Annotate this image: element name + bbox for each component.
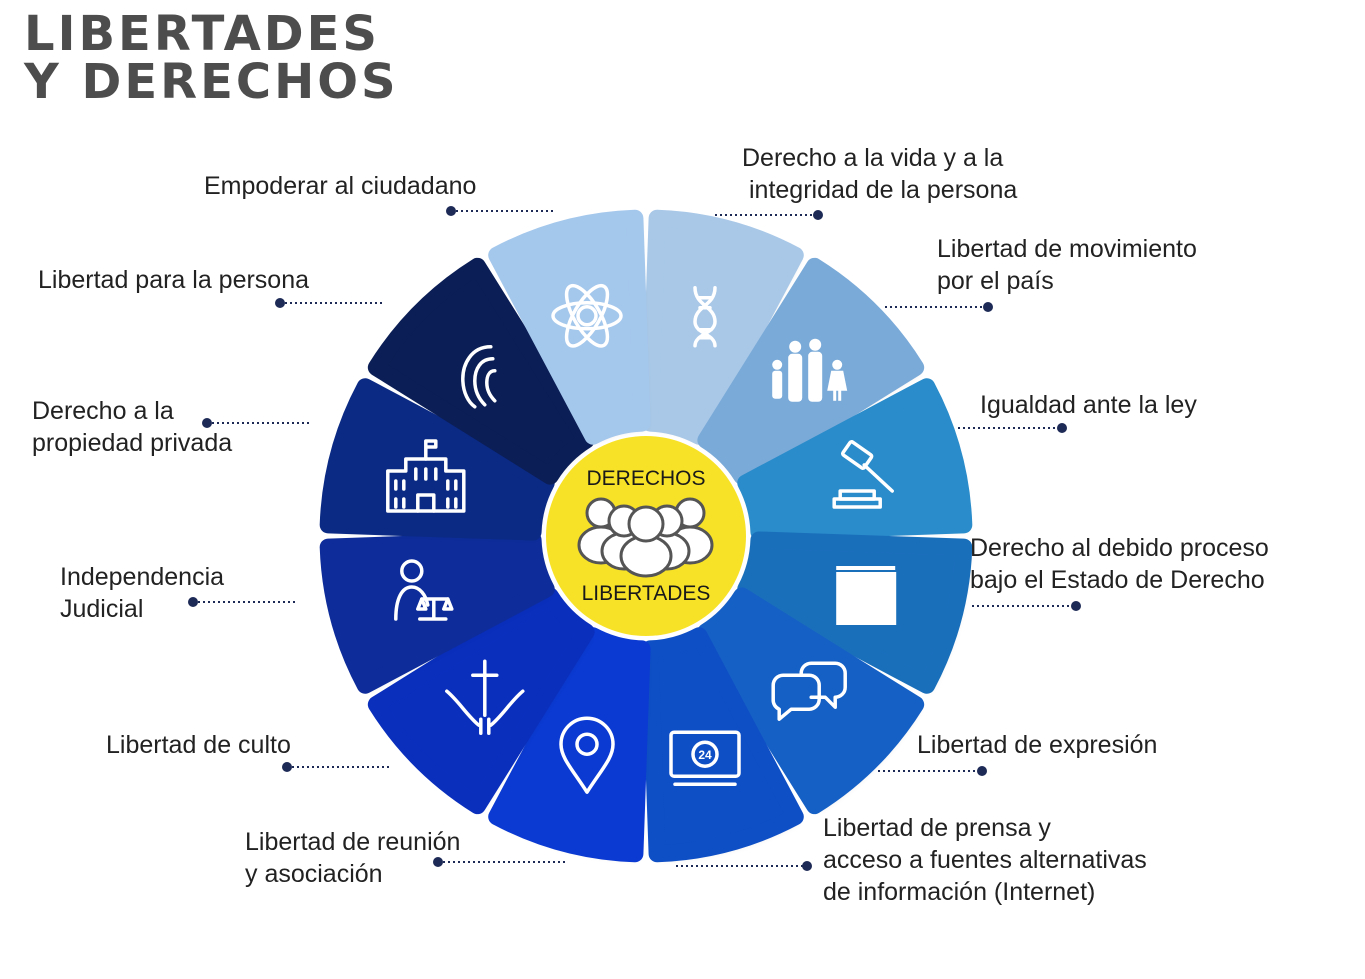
label-igualdad: Igualdad ante la ley — [980, 389, 1197, 421]
label-line: Igualdad ante la ley — [980, 391, 1197, 419]
leader-lines — [188, 206, 1081, 871]
label-line: Libertad de reunión — [245, 828, 461, 856]
label-propiedad: Derecho a la propiedad privada — [32, 395, 232, 459]
label-culto: Libertad de culto — [106, 729, 291, 761]
label-line: bajo el Estado de Derecho — [970, 566, 1265, 594]
leader-dot-reunion — [433, 857, 443, 867]
label-vida: Derecho a la vida y a la integridad de l… — [742, 142, 1017, 206]
label-judicial: Independencia Judicial — [60, 561, 224, 625]
title-line-2: Y DERECHOS — [24, 54, 399, 110]
segment-vida — [641, 209, 804, 445]
segment-persona — [367, 257, 595, 485]
svg-text:24: 24 — [698, 748, 712, 762]
label-line: y asociación — [245, 860, 383, 888]
segment-reunion — [488, 627, 651, 863]
location-pin-icon — [559, 716, 615, 794]
label-line: Libertad de movimiento — [937, 235, 1197, 263]
gavel-icon — [832, 440, 894, 509]
label-line: Derecho al debido proceso — [970, 534, 1269, 562]
segment-expresion — [697, 587, 925, 815]
leader-dot-expresion — [977, 766, 987, 776]
label-line: por el país — [937, 267, 1054, 295]
segment-igualdad — [737, 378, 973, 541]
label-line: Empoderar al ciudadano — [204, 172, 477, 200]
book-icon — [835, 564, 898, 625]
leader-dot-culto — [282, 762, 292, 772]
building-icon — [386, 439, 466, 513]
segment-icons: 24 — [386, 283, 898, 794]
label-line: Independencia — [60, 563, 225, 591]
segment-judicial — [319, 531, 555, 694]
family-walking-icon — [772, 338, 848, 402]
label-prensa: Libertad de prensa y acceso a fuentes al… — [823, 812, 1147, 908]
center-label-top: DERECHOS — [586, 467, 705, 490]
leader-dot-empoderar — [446, 206, 456, 216]
fingerprint-icon — [461, 345, 497, 409]
title-line-1: LIBERTADES — [24, 6, 380, 62]
label-reunion: Libertad de reunión y asociación — [245, 826, 460, 890]
label-debido-proceso: Derecho al debido proceso bajo el Estado… — [970, 532, 1269, 596]
label-line: Judicial — [60, 595, 144, 623]
atom-icon — [551, 283, 623, 348]
label-line: Derecho a la vida y a la — [742, 144, 1004, 172]
leader-dot-persona — [275, 298, 285, 308]
label-line: Libertad de prensa y — [823, 814, 1051, 842]
leader-dot-prensa — [802, 861, 812, 871]
hands-cross-icon — [445, 659, 525, 735]
leader-dot-vida — [813, 210, 823, 220]
center-label-bottom: LIBERTADES — [582, 582, 711, 605]
leader-dot-judicial — [188, 597, 198, 607]
label-movimiento: Libertad de movimiento por el país — [937, 233, 1197, 297]
speech-bubbles-icon — [771, 661, 847, 721]
leader-dot-movimiento — [983, 302, 993, 312]
label-line: de información (Internet) — [823, 878, 1096, 906]
label-line: Libertad de culto — [106, 731, 291, 759]
people-group-icon — [577, 497, 714, 578]
label-line: acceso a fuentes alternativas — [823, 846, 1147, 874]
monitor-24-icon: 24 — [669, 730, 741, 786]
label-persona: Libertad para la persona — [38, 264, 309, 296]
page-title: LIBERTADES Y DERECHOS — [24, 10, 399, 106]
label-line: Derecho a la — [32, 397, 174, 425]
label-line: Libertad de expresión — [917, 731, 1158, 759]
label-line: integridad de la persona — [749, 176, 1018, 204]
segment-culto — [367, 587, 595, 815]
dna-icon — [693, 286, 717, 348]
label-line: propiedad privada — [32, 429, 233, 457]
center-badge: DERECHOS LIBERTADES — [546, 436, 746, 636]
leader-dot-propiedad — [202, 418, 212, 428]
segment-prensa — [641, 627, 804, 863]
label-empoderar: Empoderar al ciudadano — [204, 170, 476, 202]
leader-dot-debido-proceso — [1071, 601, 1081, 611]
judge-scales-icon — [394, 559, 454, 621]
label-line: Libertad para la persona — [38, 266, 310, 294]
leader-dot-igualdad — [1057, 423, 1067, 433]
label-expresion: Libertad de expresión — [917, 729, 1157, 761]
